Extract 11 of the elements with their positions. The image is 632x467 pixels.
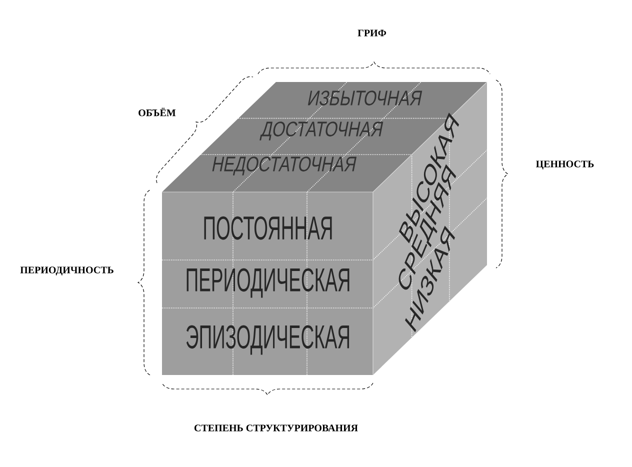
axis-label: ПЕРИОДИЧНОСТЬ <box>20 266 114 276</box>
axis-label: ОБЪЁМ <box>138 108 176 116</box>
face-label: ПЕРИОДИЧЕСКАЯ <box>186 268 350 298</box>
axis-label: ГРИФ <box>358 30 386 36</box>
face-label: ДОСТАТОЧНАЯ <box>260 122 384 140</box>
axis-label: СТЕПЕНЬ СТРУКТУРИРОВАНИЯ <box>194 424 358 432</box>
face-label: ЭПИЗОДИЧЕСКАЯ <box>186 325 350 355</box>
face-label: ПОСТОЯННАЯ <box>204 216 332 240</box>
face-label: ИЗБЫТОЧНАЯ <box>308 90 422 106</box>
face-label: НЕДОСТАТОЧНАЯ <box>212 156 357 176</box>
axis-label: ЦЕННОСТЬ <box>536 160 594 170</box>
